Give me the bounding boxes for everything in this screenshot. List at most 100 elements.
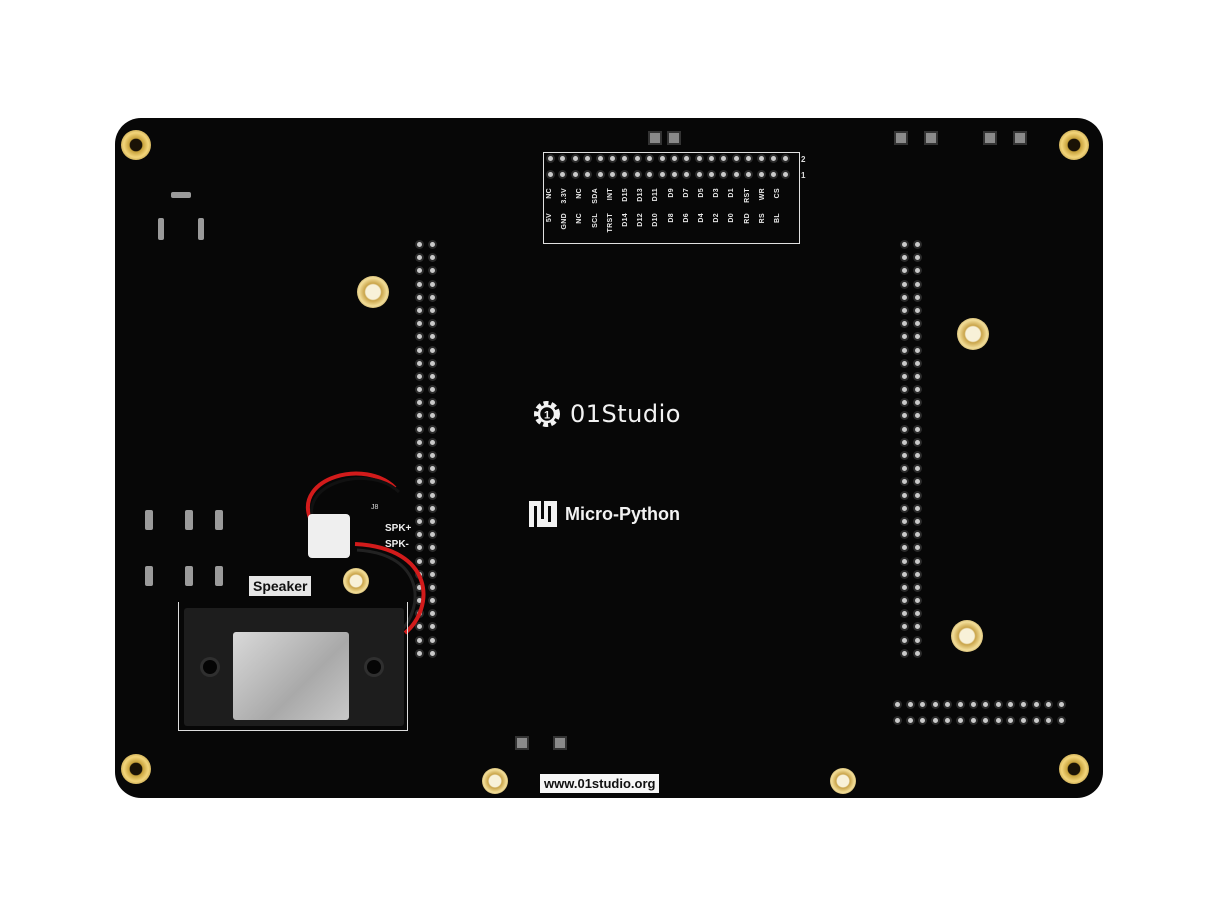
gear-logo-icon: 1 — [534, 401, 560, 427]
header-pin — [417, 518, 422, 524]
mounting-hole — [957, 318, 989, 350]
header-pin — [1058, 718, 1064, 723]
header-pin — [902, 584, 907, 590]
header-pin — [902, 373, 907, 379]
header-pin — [758, 172, 764, 177]
mounting-hole — [482, 768, 508, 794]
header-pin — [430, 637, 435, 643]
speaker-cover — [233, 632, 349, 720]
header-pin — [902, 426, 907, 432]
header-pin — [902, 505, 907, 511]
speaker-connector — [308, 514, 350, 558]
header-pin — [684, 156, 690, 161]
header-pin — [417, 453, 422, 458]
header-pin — [417, 360, 422, 366]
header-pin — [417, 334, 422, 340]
header-pin — [430, 492, 435, 498]
header-pin — [572, 172, 578, 177]
header-pin — [684, 172, 690, 177]
header-pin — [915, 294, 920, 300]
header-pin-label: TRST — [606, 213, 614, 233]
header-pin — [915, 558, 920, 564]
header-pin — [430, 426, 435, 432]
header-pin — [902, 387, 907, 393]
header-pin — [733, 172, 739, 177]
header-pin — [915, 571, 920, 577]
header-pin — [417, 598, 422, 604]
header-pin — [902, 321, 907, 327]
header-pin — [902, 307, 907, 313]
header-pin — [417, 387, 422, 393]
header-pin-label: D10 — [652, 213, 660, 227]
header-pin — [915, 584, 920, 590]
smd-component — [145, 566, 153, 586]
header-pin-label: D11 — [652, 188, 660, 202]
header-pin — [970, 718, 976, 723]
header-pin — [902, 558, 907, 564]
header-pin — [902, 294, 907, 300]
speaker-screw-hole — [367, 660, 381, 674]
svg-text:1: 1 — [544, 410, 550, 422]
spk-plus-label: SPK+ — [385, 523, 412, 534]
smd-component — [171, 192, 191, 198]
bottom-right-pin-header — [895, 702, 1071, 734]
smd-component — [198, 218, 204, 240]
speaker-wires — [305, 471, 426, 635]
header-pin — [915, 439, 920, 445]
smd-component — [158, 218, 164, 240]
mounting-hole — [951, 620, 983, 652]
header-pin — [915, 611, 920, 617]
header-pin — [430, 242, 435, 247]
header-pin — [902, 400, 907, 406]
header-pin — [417, 558, 422, 564]
header-pin — [417, 347, 422, 353]
header-pin-label: NC — [576, 213, 584, 224]
header-pin — [1008, 702, 1014, 707]
header-pin — [902, 334, 907, 340]
header-pin — [417, 650, 422, 656]
header-pin — [417, 242, 422, 247]
header-pin — [902, 466, 907, 472]
header-pin — [430, 518, 435, 524]
brand-text: 01Studio — [570, 400, 681, 428]
header-pin — [915, 334, 920, 340]
header-pin — [1033, 702, 1039, 707]
mounting-nut-top-left — [121, 130, 151, 160]
header-pin — [902, 242, 907, 247]
header-pin — [430, 545, 435, 551]
header-pin — [572, 156, 578, 161]
header-pin — [902, 532, 907, 538]
micropython-logo-icon — [529, 501, 557, 527]
header-pin — [430, 453, 435, 458]
header-pin — [970, 702, 976, 707]
header-pin — [902, 545, 907, 551]
header-pin — [902, 518, 907, 524]
header-pin-label: D5 — [698, 188, 705, 198]
header-pin — [915, 426, 920, 432]
header-pin — [758, 156, 764, 161]
header-pin — [915, 242, 920, 247]
header-pin — [659, 156, 665, 161]
header-pin — [560, 156, 566, 161]
website-label: www.01studio.org — [540, 774, 660, 793]
header-pin — [417, 307, 422, 313]
header-pin — [915, 387, 920, 393]
header-pin — [915, 268, 920, 274]
header-pin — [1020, 718, 1026, 723]
header-pin — [902, 360, 907, 366]
mounting-hole — [830, 768, 856, 794]
header-pin — [771, 172, 777, 177]
header-pin-label: INT — [606, 188, 614, 201]
header-pin — [733, 156, 739, 161]
header-pin — [915, 347, 920, 353]
header-pin — [430, 584, 435, 590]
header-pin — [902, 268, 907, 274]
smd-component — [185, 566, 193, 586]
header-pin — [915, 545, 920, 551]
lcd-header-pins-row-2 — [548, 156, 796, 161]
header-pin — [647, 172, 653, 177]
header-row-number: 2 — [801, 155, 806, 164]
header-pin-label: CS — [774, 188, 781, 199]
header-pin-label: D7 — [682, 188, 690, 198]
smd-component — [215, 566, 223, 586]
